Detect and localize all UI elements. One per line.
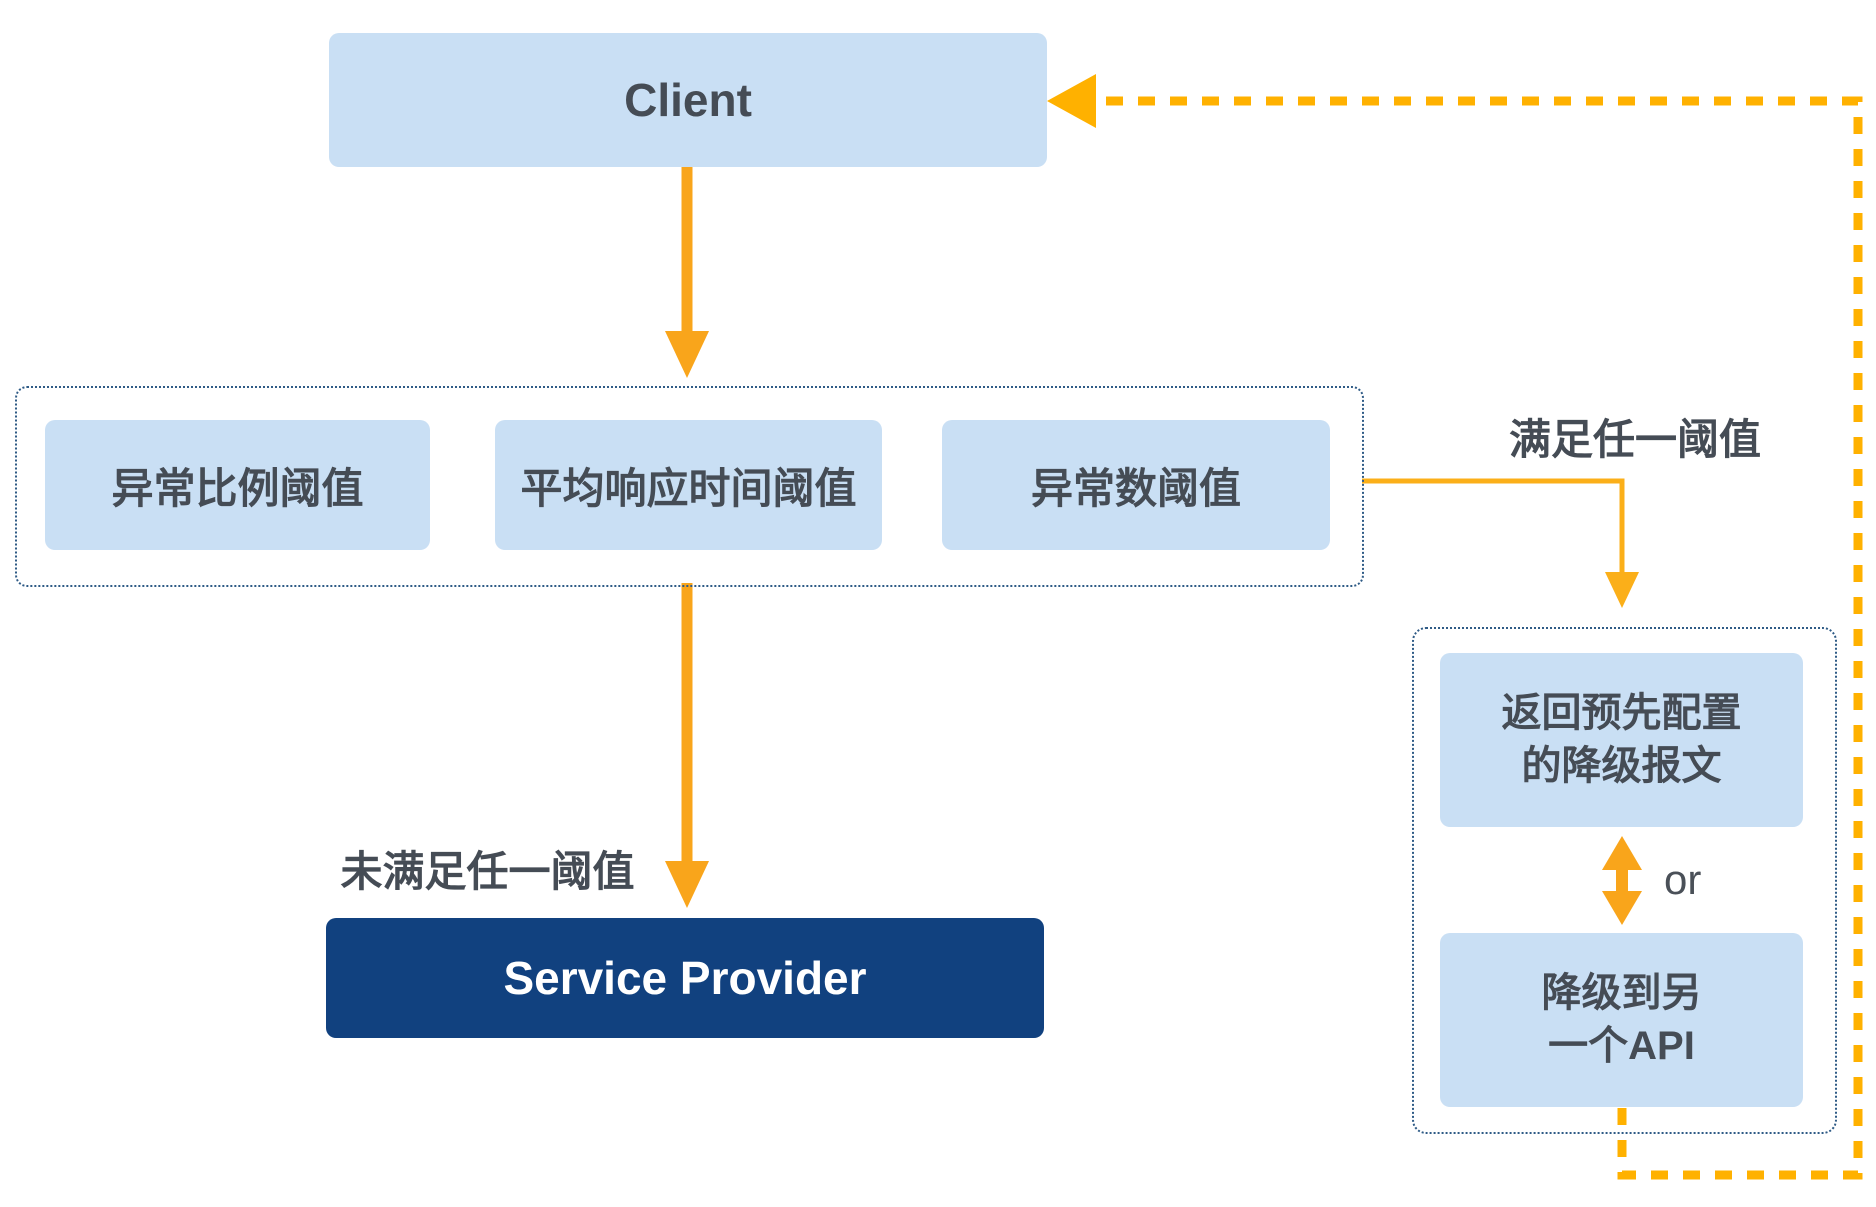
thresholds-group <box>15 386 1364 587</box>
label-or: or <box>1664 856 1702 903</box>
arrow-thresholds-to-fallback <box>1362 478 1639 608</box>
threshold-avg-response-time: 平均响应时间阈值 <box>495 420 882 550</box>
fallback-another-api-node: 降级到另 一个API <box>1440 933 1803 1107</box>
arrow-client-to-thresholds <box>665 167 709 378</box>
fallback-another-api-line1: 降级到另 <box>1541 971 1702 1016</box>
fallback-return-message-node: 返回预先配置 的降级报文 <box>1440 653 1803 827</box>
fallback-return-message-line1: 返回预先配置 <box>1501 691 1742 736</box>
threshold-exception-ratio: 异常比例阈值 <box>45 420 430 550</box>
fallback-another-api-line2: 一个API <box>1548 1024 1695 1068</box>
fallback-return-message-line2: 的降级报文 <box>1521 744 1722 788</box>
label-no-threshold-met: 未满足任一阈值 <box>340 848 635 895</box>
client-node: Client <box>329 33 1047 167</box>
label-any-threshold-met: 满足任一阈值 <box>1508 416 1761 463</box>
fallback-group <box>1412 627 1837 1134</box>
threshold-exception-count: 异常数阈值 <box>942 420 1330 550</box>
service-provider-node: Service Provider <box>326 918 1044 1038</box>
arrow-thresholds-to-service-provider <box>665 583 709 908</box>
